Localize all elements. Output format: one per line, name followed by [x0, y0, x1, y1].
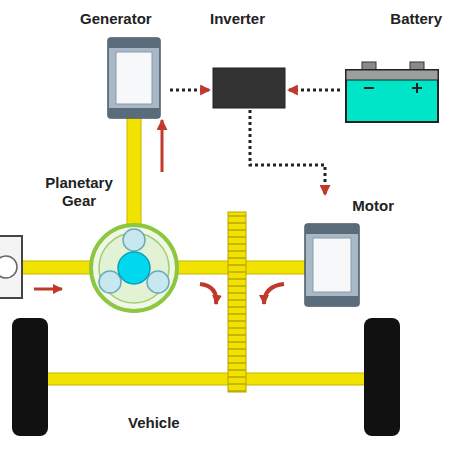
vehicle-label: Vehicle — [128, 414, 180, 432]
wheel — [364, 318, 400, 436]
torque-arrow — [200, 284, 216, 304]
inverter-node: Inverter — [210, 8, 288, 110]
motor-node: Motor — [300, 195, 400, 310]
generator-node: Generator — [78, 8, 170, 120]
generator-symbol — [108, 38, 160, 118]
node-label: Generator — [80, 10, 152, 28]
planetary-gear-node: Planetary Gear — [36, 172, 180, 318]
node-label: Motor — [352, 197, 394, 215]
battery-symbol — [346, 62, 438, 122]
power-flow-connector — [288, 89, 340, 92]
node-label: Battery — [390, 10, 442, 28]
power-flow-connector — [170, 89, 210, 92]
engine-symbol — [0, 236, 22, 298]
ring-gear — [228, 212, 246, 392]
power-flow-connector — [250, 110, 325, 195]
torque-arrow — [264, 284, 284, 304]
generator-shaft — [127, 116, 141, 236]
axle — [45, 373, 367, 385]
inverter-box — [213, 68, 285, 108]
node-label: Inverter — [210, 10, 265, 28]
wheel — [12, 318, 48, 436]
power-flow-connector — [161, 120, 164, 172]
battery-node: Battery — [340, 8, 446, 126]
motor-symbol — [305, 224, 359, 306]
planetary-gear-symbol — [91, 225, 177, 311]
node-label: Planetary Gear — [36, 174, 122, 210]
engine-arrow — [34, 288, 62, 291]
